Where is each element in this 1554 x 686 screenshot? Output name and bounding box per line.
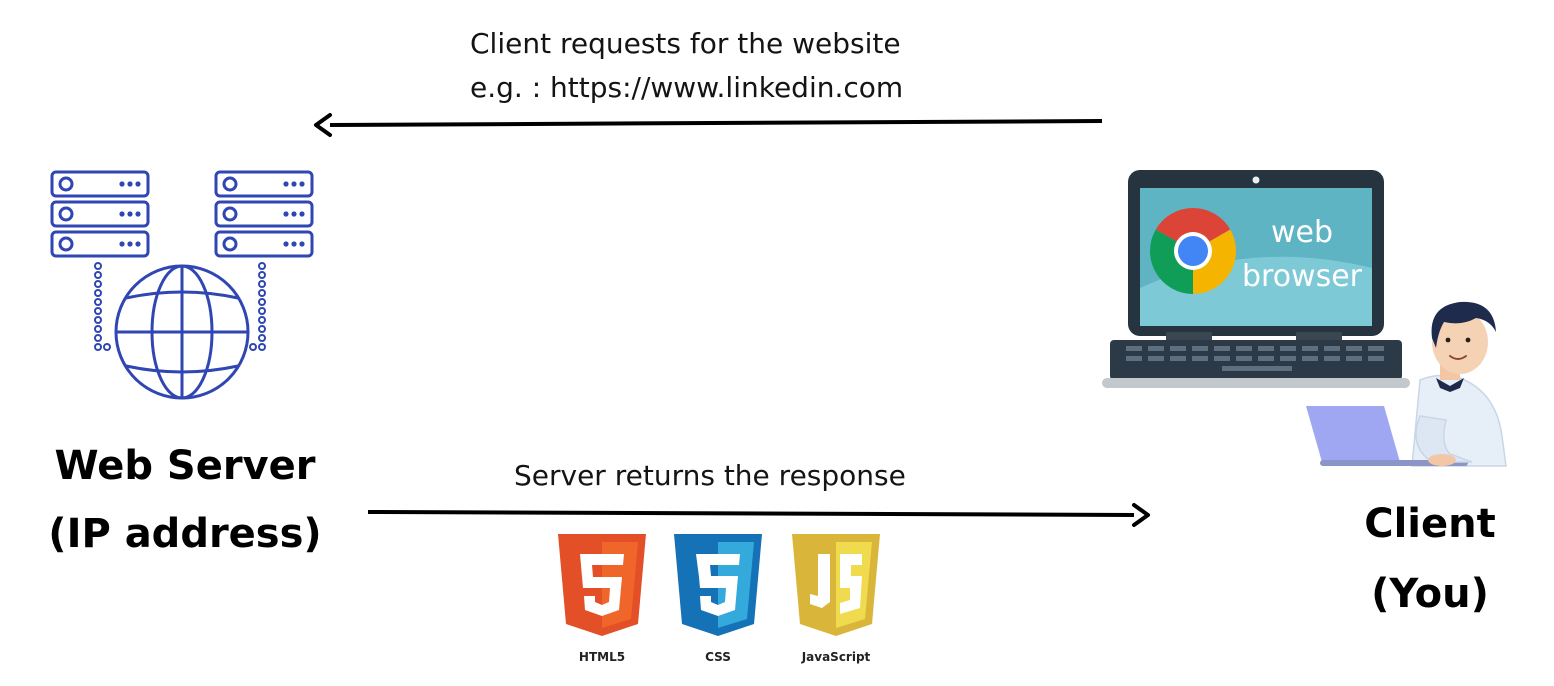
response-arrow (367, 503, 1150, 527)
request-caption: Client requests for the website e.g. : h… (470, 22, 903, 110)
server-title: Web Server (54, 443, 316, 489)
css-label: CSS (705, 650, 731, 664)
server-globe-icon (50, 170, 314, 400)
response-caption: Server returns the response (514, 459, 906, 492)
javascript-badge-icon (792, 534, 880, 636)
user-person-icon (1306, 301, 1507, 467)
css3-badge-icon (674, 534, 762, 636)
html5-label: HTML5 (578, 650, 626, 664)
client-subtitle: (You) (1371, 571, 1489, 617)
request-arrow (314, 113, 1103, 137)
request-caption-line2: e.g. : https://www.linkedin.com (470, 71, 904, 104)
browser-text-line2: browser (1241, 259, 1363, 294)
chrome-logo-icon (1149, 207, 1237, 294)
javascript-label: JavaScript (801, 650, 871, 664)
server-subtitle: (IP address) (48, 511, 322, 557)
client-title: Client (1364, 501, 1496, 547)
html5-badge-icon (558, 534, 646, 636)
request-caption-line1: Client requests for the website (470, 27, 901, 60)
browser-text-line1: web (1270, 215, 1334, 250)
